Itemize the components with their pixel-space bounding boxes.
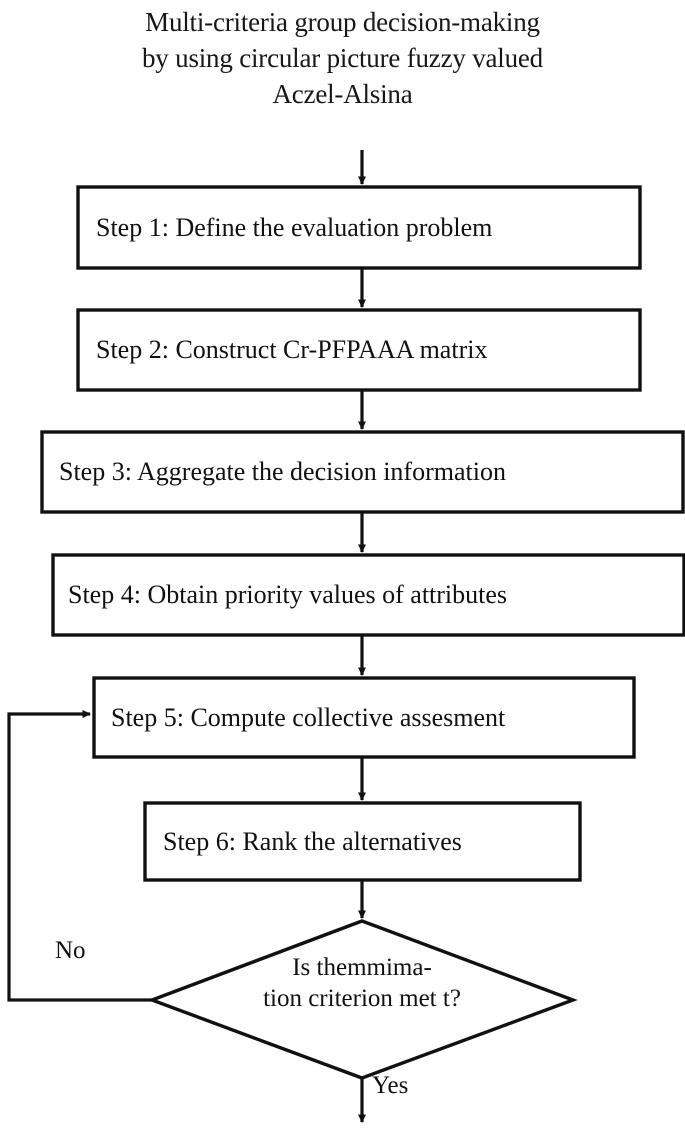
node-step6-label: Step 6: Rank the alternatives (163, 826, 462, 856)
edge-label-no: No (55, 937, 86, 964)
node-step3-shape (40, 430, 685, 514)
node-step5-label: Step 5: Compute collective assesment (111, 702, 506, 732)
edge-no-feedback (7, 710, 152, 1002)
figure-title-line-3: Aczel-Alsina (272, 79, 413, 109)
figure-title: Multi-criteria group decision-making by … (0, 4, 685, 112)
figure-title-line-1: Multi-criteria group decision-making (145, 7, 540, 37)
figure-title-line-2: by using circular picture fuzzy valued (142, 43, 543, 73)
node-decision-label-line-1: Is themmima- (292, 954, 432, 981)
node-step5-shape (92, 676, 636, 759)
node-decision-label: Is themmima- tion criterion met t? (182, 952, 542, 1014)
node-step6-shape (143, 801, 582, 882)
edge-label-yes: Yes (372, 1072, 409, 1099)
node-step2-label: Step 2: Construct Cr-PFPAAA matrix (96, 335, 488, 364)
node-step4-label: Step 4: Obtain priority values of attrib… (68, 580, 508, 609)
node-step1-label: Step 1: Define the evaluation problem (96, 212, 493, 242)
node-decision-shape (147, 919, 578, 1080)
node-step3-label: Step 3: Aggregate the decision informati… (59, 457, 506, 486)
node-step1-shape (76, 185, 642, 270)
node-step2-shape (76, 308, 642, 392)
node-decision-label-line-2: tion criterion met t? (263, 985, 461, 1012)
node-step4-shape (51, 553, 685, 637)
